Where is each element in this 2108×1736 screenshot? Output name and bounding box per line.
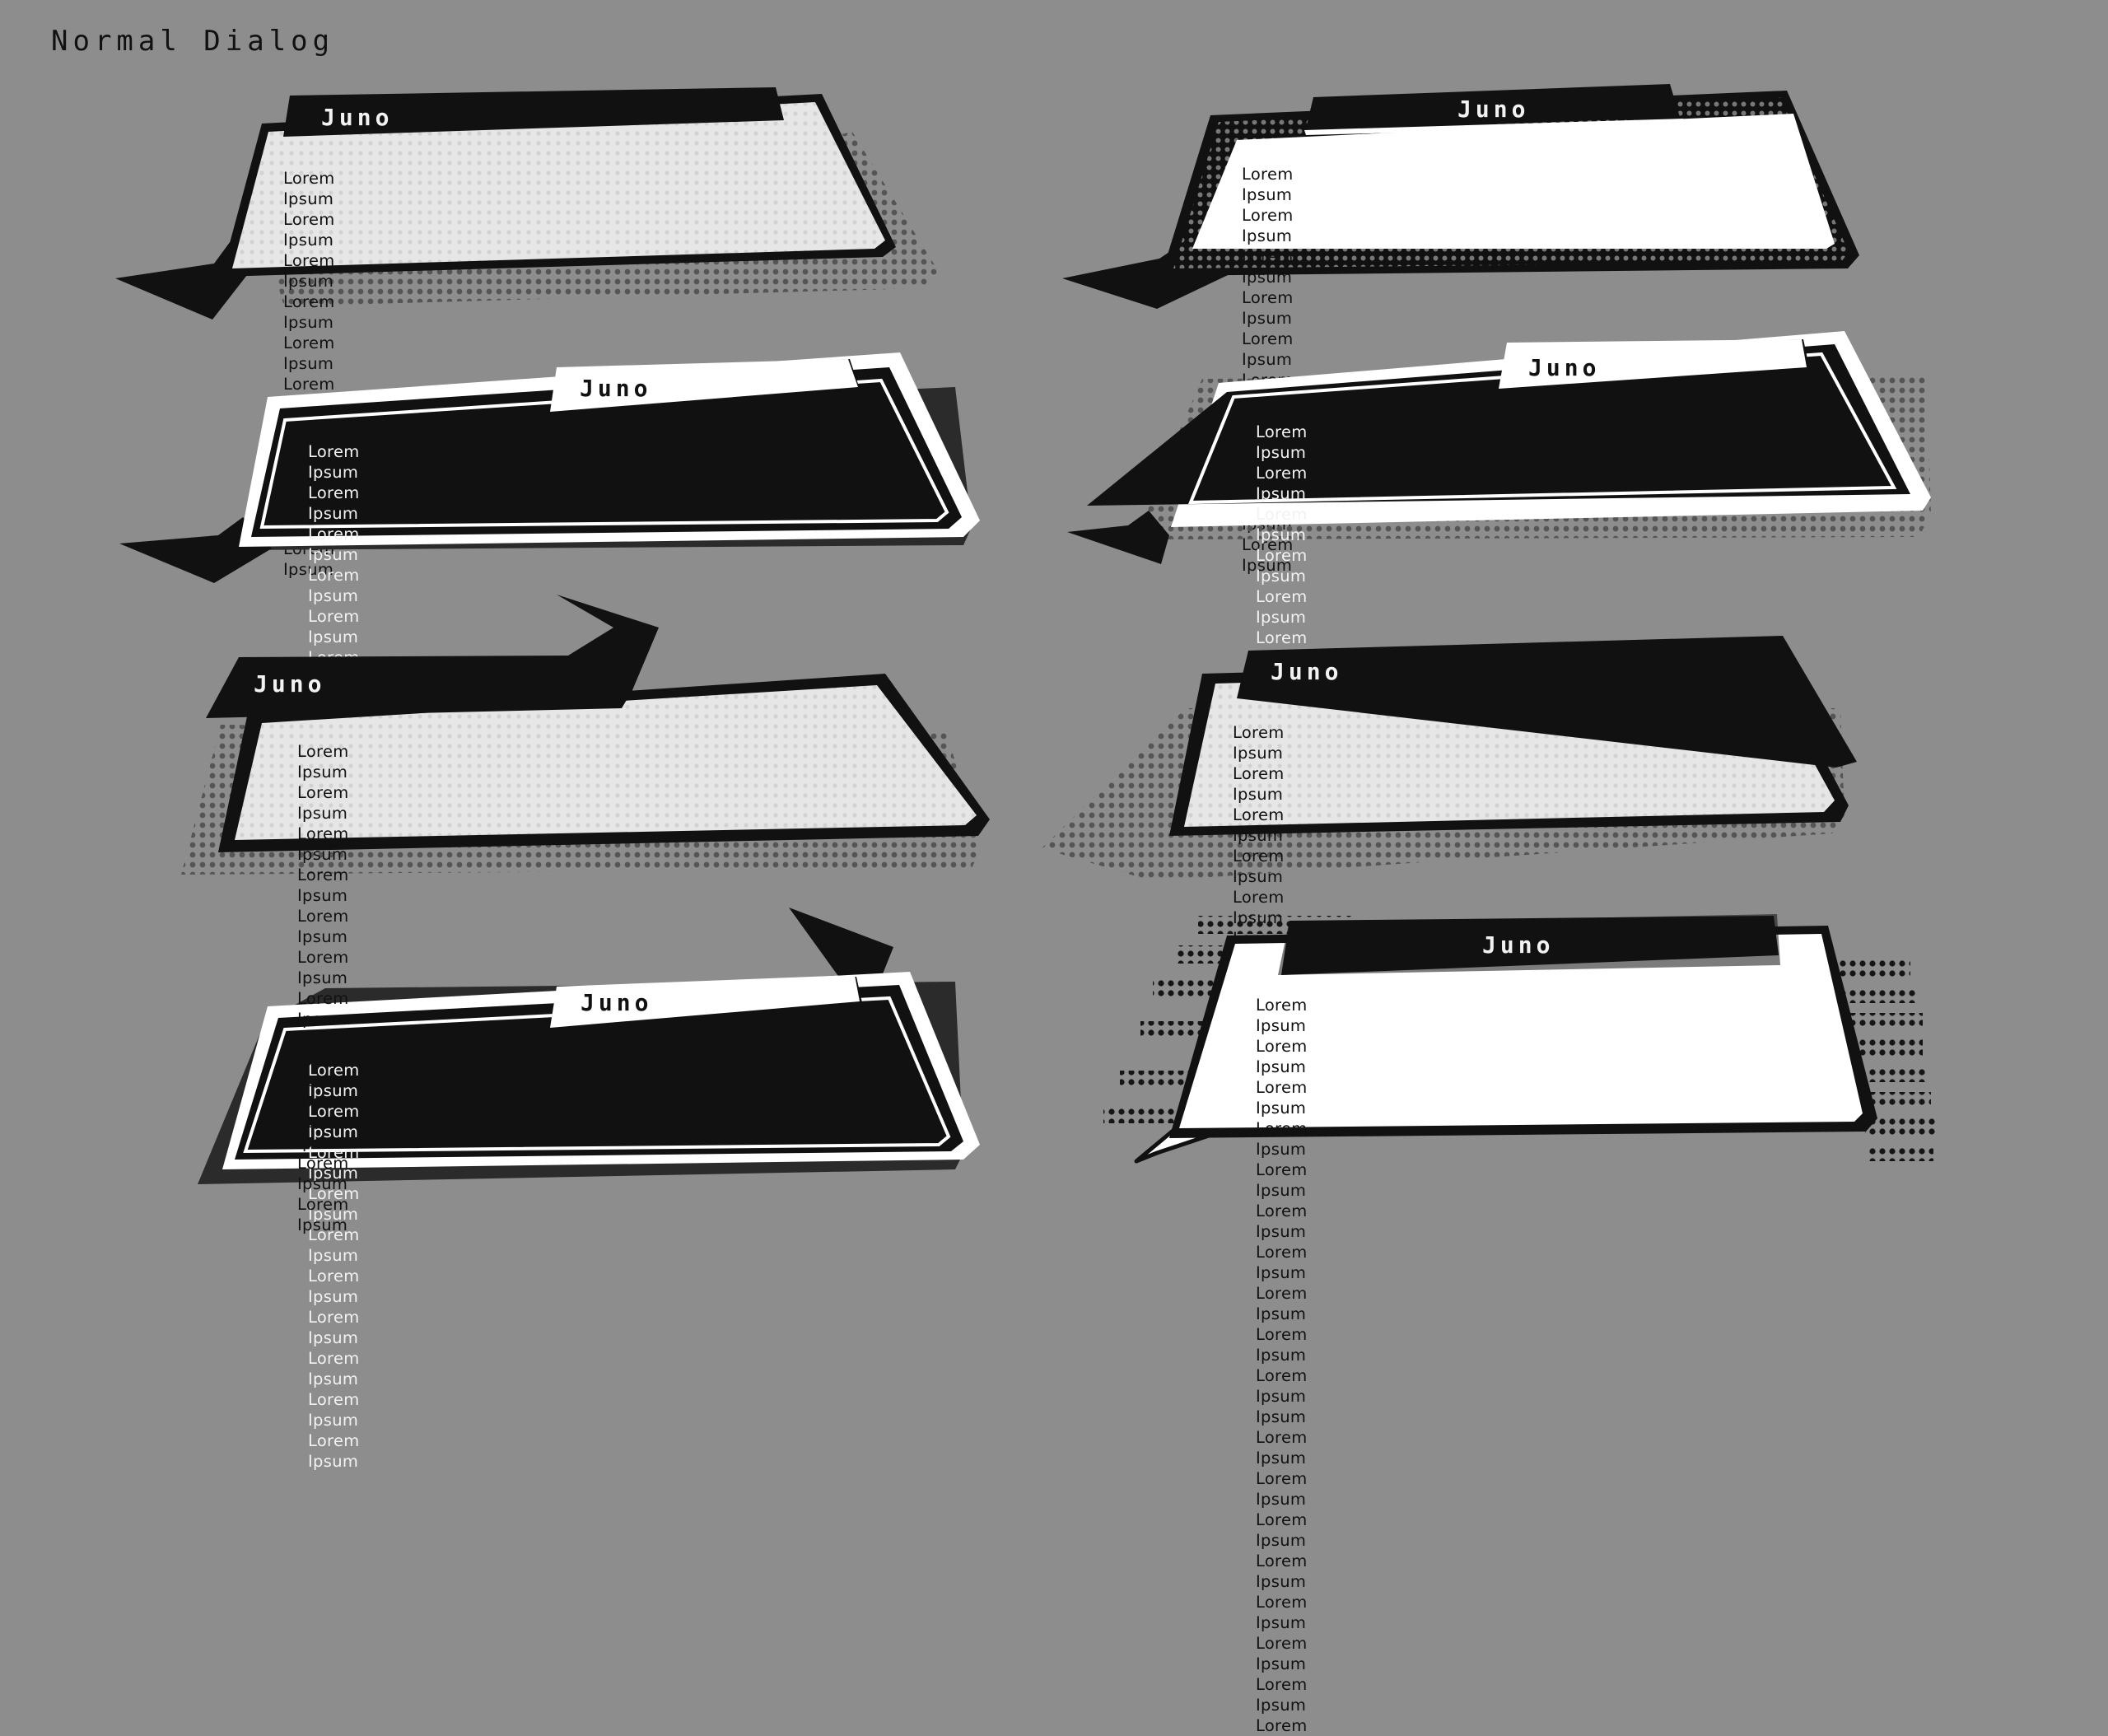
dialog-shape (1103, 914, 1935, 1164)
dialog-shape (115, 87, 939, 320)
dialog-shape (1062, 84, 1859, 309)
speaker-name: Juno (581, 989, 653, 1016)
speaker-name: Juno (254, 670, 326, 698)
dialog-shape (119, 352, 980, 583)
speaker-name: Juno (1457, 96, 1530, 123)
speaker-name: Juno (1482, 931, 1555, 959)
speaker-name: Juno (1528, 354, 1601, 381)
page-title: Normal Dialog (51, 25, 335, 58)
dialog-shape (1067, 331, 1931, 564)
dialog-shape (1042, 636, 1857, 881)
dialog-text: Lorem Ipsum Lorem Ipsum Lorem Ipsum Lore… (297, 742, 349, 1234)
dialog-shape (181, 595, 990, 875)
speaker-name: Juno (580, 375, 652, 402)
dialog-sheet: Normal Dialog (51, 25, 1935, 1735)
speaker-name: Juno (321, 104, 394, 131)
speaker-name: Juno (1271, 658, 1343, 685)
dialog-shape (198, 908, 980, 1184)
dialog-text: Lorem Ipsum Lorem Ipsum Lorem Ipsum Lore… (1256, 996, 1308, 1735)
